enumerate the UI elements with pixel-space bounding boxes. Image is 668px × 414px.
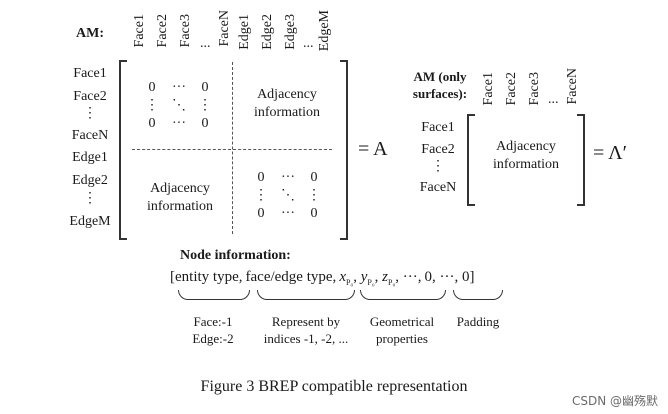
equals-a: = A xyxy=(358,138,388,160)
vector-comma-1: , xyxy=(238,269,243,285)
geometry-caption-line2: properties xyxy=(376,331,428,346)
am-label: AM: xyxy=(76,26,104,41)
row-edge1: Edge1 xyxy=(72,150,108,165)
surf-col-face3: Face3 xyxy=(527,72,542,106)
zb2-r2c2: ⋱ xyxy=(281,188,295,203)
surf-row-face2: Face2 xyxy=(421,142,455,157)
zb2-r1c1: 0 xyxy=(257,170,265,185)
surface-matrix-close-bracket xyxy=(577,114,585,206)
col-edge3: Edge3 xyxy=(283,14,298,50)
zb1-r2c3: ⋮ xyxy=(198,98,212,113)
node-vector: [entity type, face/edge type, xP₀, yP₀, … xyxy=(170,269,475,287)
col-face1: Face1 xyxy=(132,14,147,48)
csdn-watermark: CSDN @幽殇默 xyxy=(571,394,658,408)
padding-caption: Padding xyxy=(456,314,500,329)
col-edge2: Edge2 xyxy=(260,14,275,50)
face-edge-type-term: face/edge type xyxy=(245,269,333,285)
vector-comma-3: , xyxy=(417,269,422,285)
row-face2: Face2 xyxy=(73,89,107,104)
col-face3: Face3 xyxy=(178,14,193,48)
col-edge-ellipsis: ... xyxy=(303,36,314,51)
figure-caption: Figure 3 BREP compatible representation xyxy=(200,378,468,395)
padding-terms: 0, ···, 0 xyxy=(424,269,470,285)
matrix-vertical-divider xyxy=(232,62,233,234)
zb1-r3c1: 0 xyxy=(148,116,156,131)
entity-type-term: entity type xyxy=(175,269,239,285)
zb1-r1c3: 0 xyxy=(201,80,209,95)
row-face1: Face1 xyxy=(73,66,107,81)
entity-caption-line2: Edge:-2 xyxy=(192,331,234,346)
zb2-r2c3: ⋮ xyxy=(307,188,321,203)
col-face2: Face2 xyxy=(155,14,170,48)
geometry-caption-line1: Geometrical xyxy=(369,314,435,329)
surf-col-facen: FaceN xyxy=(565,68,580,105)
zb1-r2c1: ⋮ xyxy=(145,98,159,113)
row-edge2: Edge2 xyxy=(72,173,108,188)
zb1-r2c2: ⋱ xyxy=(172,98,186,113)
surf-row-vdots: ⋮ xyxy=(431,159,445,174)
zb1-r3c2: ··· xyxy=(172,116,186,131)
node-info-label: Node information: xyxy=(180,248,291,263)
type-brace xyxy=(257,290,355,300)
vector-comma-2: , xyxy=(332,269,337,285)
matrix-horizontal-divider xyxy=(132,149,332,150)
type-caption-line2: indices -1, -2, ... xyxy=(263,331,349,346)
zb1-r1c2: ··· xyxy=(172,80,186,95)
row-edgem: EdgeM xyxy=(69,214,111,229)
vector-close-bracket: ] xyxy=(469,269,475,285)
equals-lambda-prime: = Λ′ xyxy=(593,142,628,164)
geometry-brace xyxy=(360,290,446,300)
zb2-r3c2: ··· xyxy=(281,206,295,221)
entity-caption-line1: Face:-1 xyxy=(193,314,233,329)
surface-matrix-open-bracket xyxy=(467,114,475,206)
surf-col-ellipsis: ... xyxy=(548,92,559,107)
surf-col-face1: Face1 xyxy=(481,72,496,106)
left-matrix-close-bracket xyxy=(340,60,348,240)
adjacency-info-surfaces: Adjacency information xyxy=(492,139,560,172)
row-facen: FaceN xyxy=(71,128,109,143)
vector-open-bracket: [ xyxy=(170,269,175,285)
col-edgem: EdgeM xyxy=(317,10,332,52)
left-matrix-open-bracket xyxy=(119,60,127,240)
adjacency-info-top-right: Adjacency information xyxy=(253,87,321,120)
type-caption-line1: Represent by xyxy=(271,314,341,329)
col-facen: FaceN xyxy=(217,10,232,47)
surf-row-facen: FaceN xyxy=(419,180,457,195)
type-caption: Represent by indices -1, -2, ... xyxy=(250,313,362,347)
row-edge-vdots: ⋮ xyxy=(83,191,97,206)
zb1-r1c1: 0 xyxy=(148,80,156,95)
zb2-r1c2: ··· xyxy=(281,170,295,185)
adjacency-info-bottom-left: Adjacency information xyxy=(146,181,214,214)
zb1-r3c3: 0 xyxy=(201,116,209,131)
padding-brace xyxy=(453,290,503,300)
zb2-r3c3: 0 xyxy=(310,206,318,221)
col-face-ellipsis: ... xyxy=(200,36,211,51)
geometry-caption: Geometrical properties xyxy=(356,313,448,347)
entity-brace xyxy=(178,290,250,300)
surf-col-face2: Face2 xyxy=(504,72,519,106)
zb2-r3c1: 0 xyxy=(257,206,265,221)
am-surfaces-label: AM (only surfaces): xyxy=(412,69,468,101)
surf-row-face1: Face1 xyxy=(421,120,455,135)
zb2-r2c1: ⋮ xyxy=(254,188,268,203)
row-face-vdots: ⋮ xyxy=(83,106,97,121)
col-edge1: Edge1 xyxy=(237,14,252,50)
geometry-terms: xP₀, yP₀, zP₀, ··· xyxy=(339,269,418,287)
entity-caption: Face:-1 Edge:-2 xyxy=(170,313,256,347)
zb2-r1c3: 0 xyxy=(310,170,318,185)
